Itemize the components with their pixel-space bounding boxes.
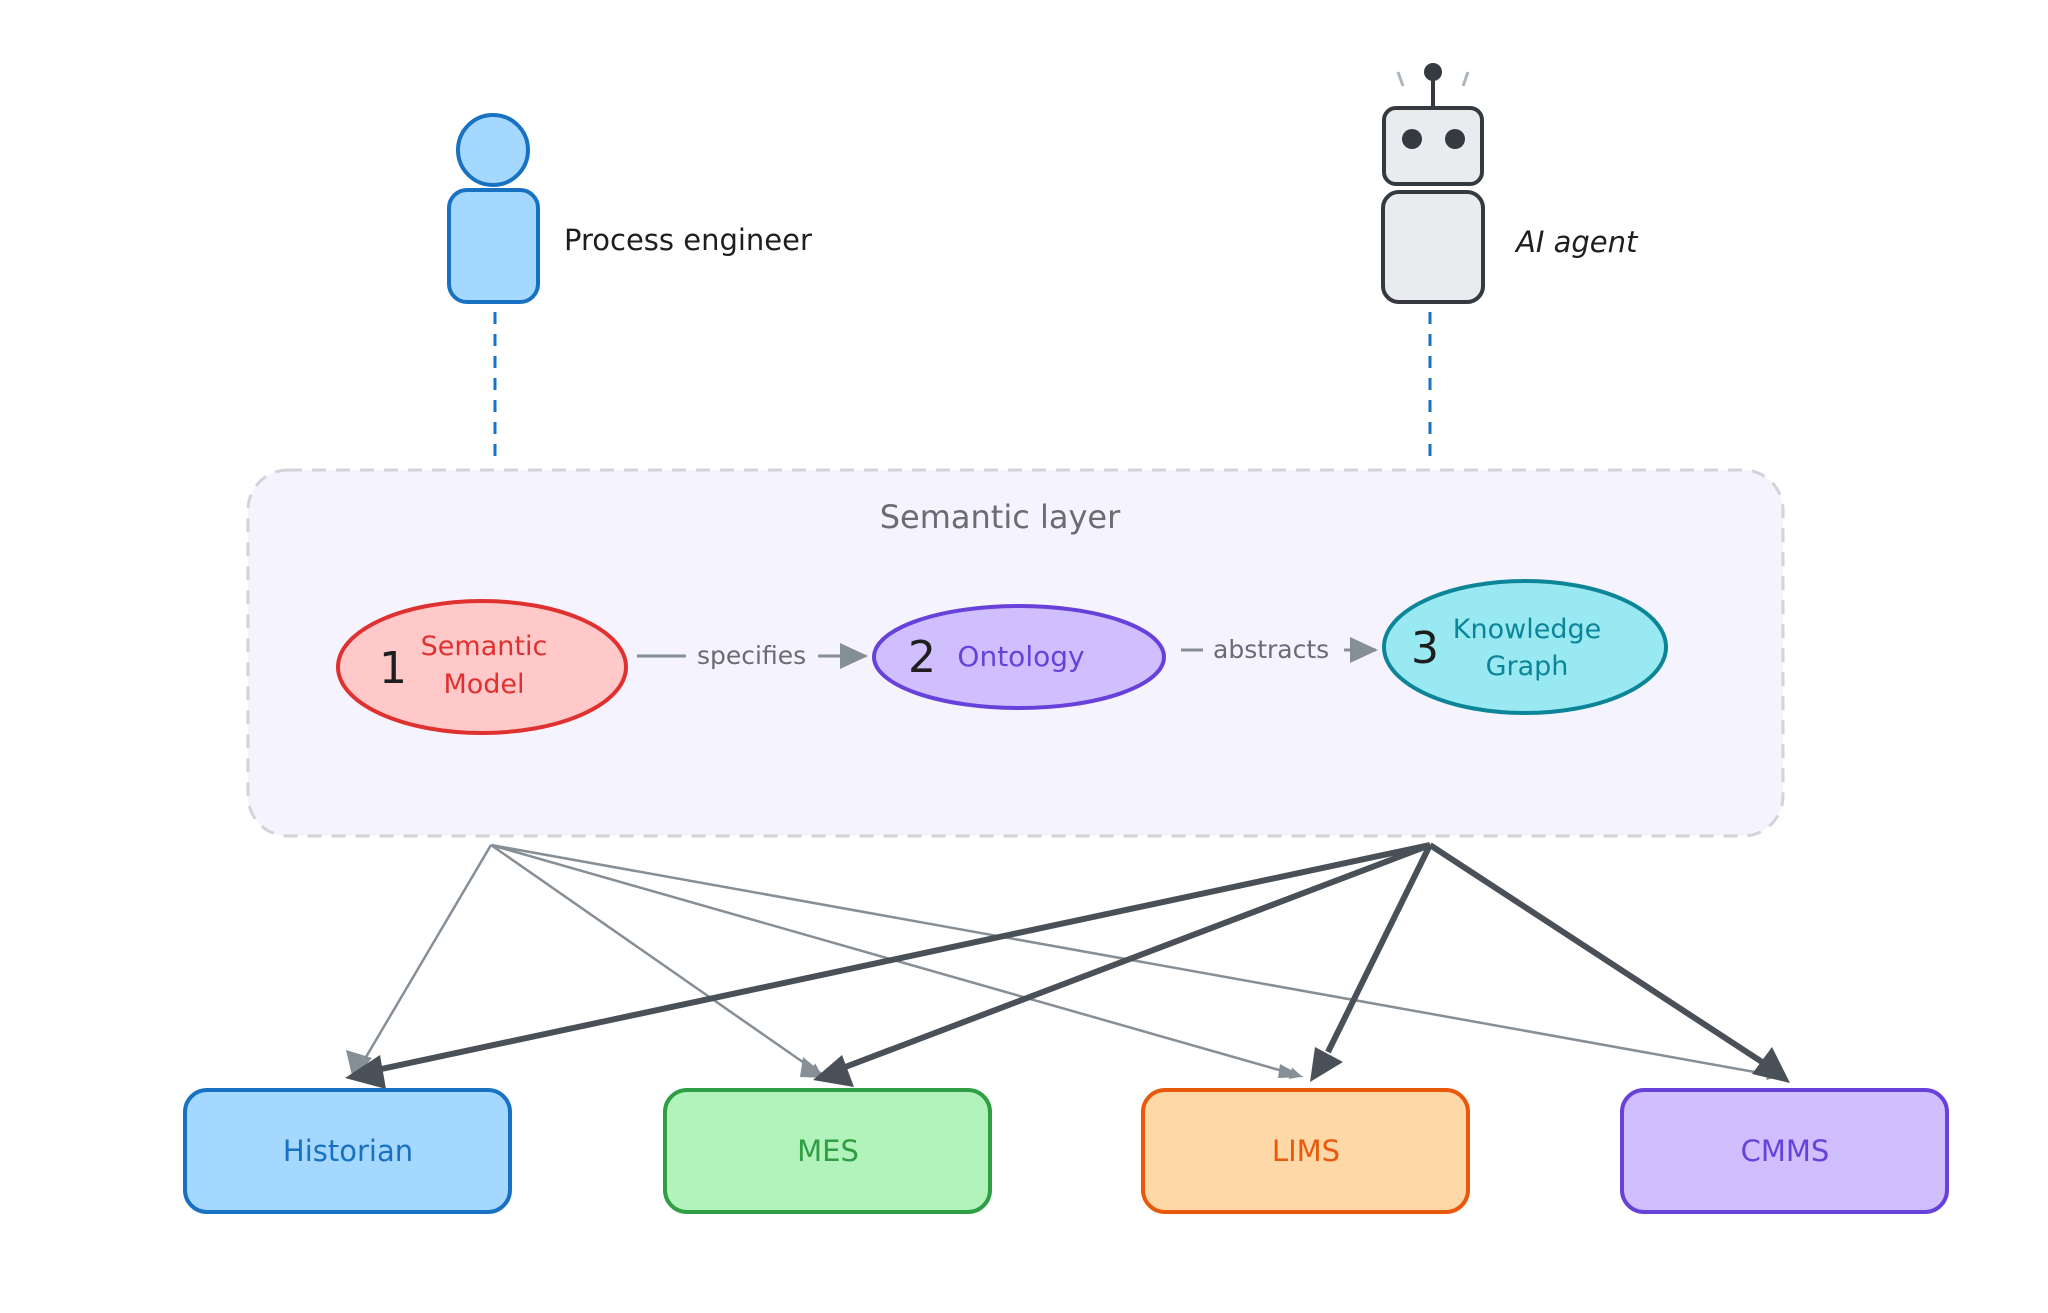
knowledge-graph-label-line2: Graph: [1486, 651, 1569, 682]
mes-box: [663, 1088, 992, 1214]
robot-head-icon: [1382, 106, 1484, 186]
connector-thin-to-historian: [354, 844, 493, 1076]
arrowhead-thick-lims: [1310, 1047, 1343, 1082]
robot-signal-icon: [1461, 71, 1470, 87]
ontology-ellipse: [872, 604, 1166, 710]
thin-connectors: [346, 843, 1779, 1081]
mes-label: MES: [797, 1134, 859, 1168]
robot-eye-icon: [1445, 129, 1465, 149]
thick-connectors: [345, 842, 1790, 1089]
ontology-number: 2: [908, 632, 936, 683]
cmms-label: CMMS: [1741, 1134, 1830, 1168]
semantic-model-label-line1: Semantic: [421, 631, 548, 662]
connector-thick-to-historian: [371, 842, 1431, 1074]
person-head-icon: [456, 113, 530, 187]
semantic-model-ellipse: [336, 599, 628, 735]
ai-agent-actor: AI agent: [1381, 63, 1639, 462]
system-cmms: CMMS: [1620, 1088, 1949, 1214]
process-engineer-actor: Process engineer: [447, 113, 812, 462]
lims-label: LIMS: [1272, 1134, 1340, 1168]
ai-agent-label: AI agent: [1514, 225, 1639, 259]
semantic-layer-title: Semantic layer: [880, 498, 1121, 536]
relation-specifies-label: specifies: [697, 641, 806, 670]
relation-abstracts-label: abstracts: [1213, 635, 1329, 664]
system-historian: Historian: [183, 1088, 512, 1214]
knowledge-graph-node: 3 Knowledge Graph: [1382, 579, 1668, 715]
relation-abstracts: abstracts: [1181, 635, 1378, 664]
robot-body-icon: [1381, 190, 1485, 304]
knowledge-graph-ellipse: [1382, 579, 1668, 715]
semantic-model-number: 1: [379, 643, 407, 694]
arrowhead-thick-mes: [813, 1055, 854, 1087]
process-engineer-label: Process engineer: [564, 223, 812, 257]
connector-thick-to-mes: [838, 842, 1432, 1072]
relation-specifies: specifies: [637, 641, 868, 670]
robot-signal-icon: [1396, 71, 1405, 87]
system-mes: MES: [663, 1088, 992, 1214]
robot-eye-icon: [1402, 129, 1422, 149]
robot-antenna-tip-icon: [1424, 63, 1442, 81]
lims-box: [1141, 1088, 1470, 1214]
knowledge-graph-label-line1: Knowledge: [1453, 614, 1601, 645]
connector-thick-to-cmms: [1428, 842, 1764, 1065]
knowledge-graph-number: 3: [1411, 623, 1439, 674]
arrowhead-thick-historian: [345, 1055, 386, 1089]
system-lims: LIMS: [1141, 1088, 1470, 1214]
ontology-label: Ontology: [957, 640, 1084, 673]
arrowhead-thick-cmms: [1752, 1047, 1790, 1083]
semantic-model-label-line2: Model: [443, 669, 524, 700]
cmms-box: [1620, 1088, 1949, 1214]
connector-thick-to-lims: [1325, 843, 1433, 1054]
person-body-icon: [447, 188, 540, 304]
arrowhead-thin-historian: [346, 1050, 372, 1080]
arrowhead-thin-mes: [800, 1057, 828, 1078]
ontology-node: 2 Ontology: [872, 604, 1166, 710]
historian-label: Historian: [283, 1134, 413, 1168]
historian-box: [183, 1088, 512, 1214]
semantic-model-node: 1 Semantic Model: [336, 599, 628, 735]
arrowhead-thin-lims: [1278, 1064, 1304, 1078]
connector-thin-to-mes: [490, 843, 822, 1076]
